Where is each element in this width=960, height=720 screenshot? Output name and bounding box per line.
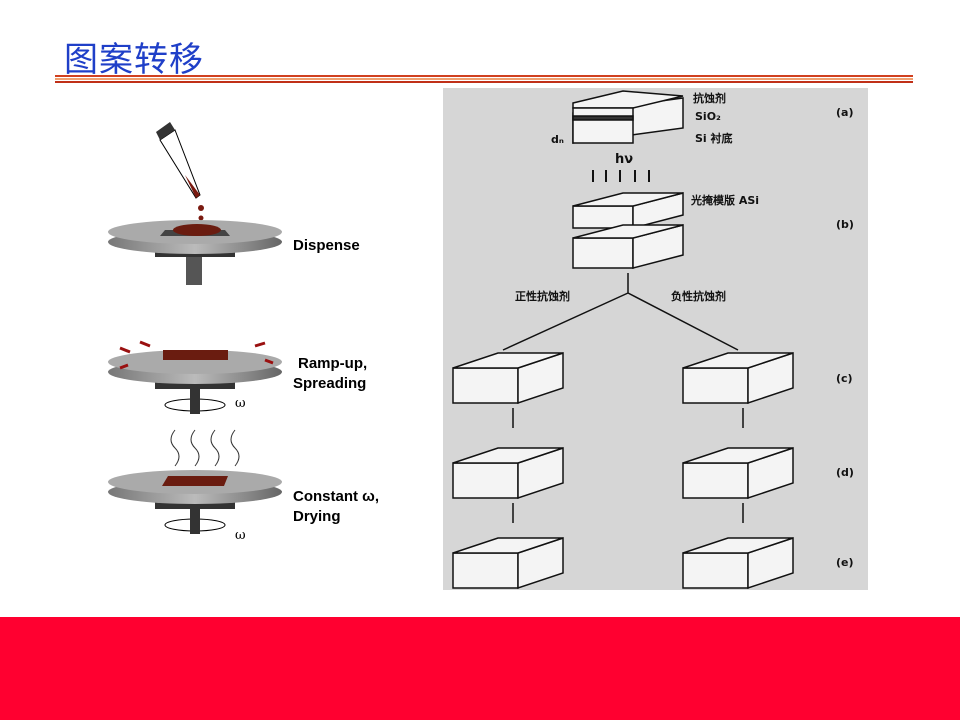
spinner-spreading [108,340,282,414]
step-label-rampup: Ramp-up, [298,355,368,372]
spinner-dispense [108,220,282,285]
step-label-dispense: Dispense [293,237,360,254]
dropper-icon [156,122,204,221]
label-resist: 抗蚀剂 [693,92,726,105]
label-sio2: SiO₂ [695,110,721,123]
step-label-constant: Constant ω, [293,488,380,505]
slide-title: 图案转移 [64,40,204,80]
panel-c: (c) [836,372,853,385]
label-mask: 光掩模版 ASi [691,194,760,207]
step-label-drying: Drying [293,508,341,525]
lithography-figure: 抗蚀剂 SiO₂ Si 衬底 dₙ hν 光掩模版 ASi 正性抗蚀剂 负性抗蚀… [443,88,868,590]
step-label-spreading: Spreading [293,375,367,392]
label-substrate: Si 衬底 [695,132,733,145]
divider [55,75,913,77]
label-thickness: dₙ [551,133,564,146]
omega-symbol: ω [235,528,246,543]
omega-symbol: ω [235,396,246,411]
spin-coating-diagram [108,122,282,534]
panel-d: (d) [836,466,854,479]
divider [55,78,913,80]
divider [55,81,913,83]
panel-b: (b) [836,218,854,231]
footer-band [0,617,960,720]
panel-a: (a) [836,106,854,119]
label-positive: 正性抗蚀剂 [515,290,570,303]
label-light: hν [615,152,634,167]
spinner-drying [108,429,282,534]
label-negative: 负性抗蚀剂 [671,290,726,303]
panel-e: (e) [836,556,854,569]
